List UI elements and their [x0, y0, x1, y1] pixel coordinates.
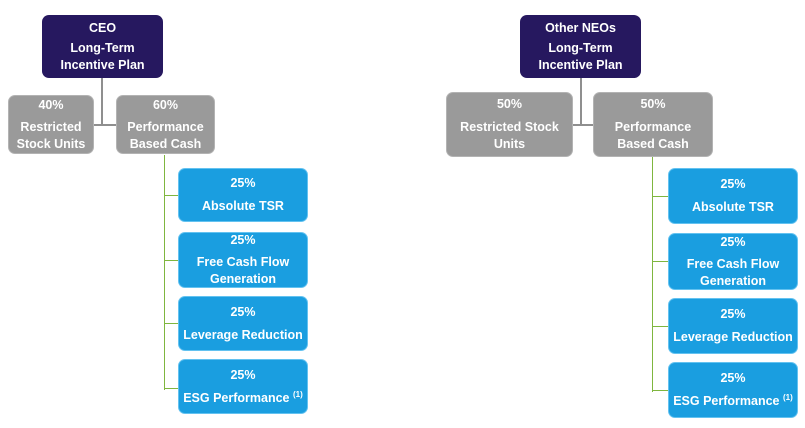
metric-percent: 25% — [230, 367, 256, 382]
metric-percent: 25% — [230, 304, 256, 319]
header-line: Incentive Plan — [538, 57, 623, 72]
metric-label: Generation — [700, 273, 766, 288]
rsu-label: Units — [493, 137, 526, 151]
rsu-percent: 50% — [496, 97, 523, 111]
metric-label: Generation — [210, 272, 276, 286]
metric-label: Absolute TSR — [202, 199, 284, 213]
header-title: Other NEOs — [545, 20, 616, 35]
rsu-label: Restricted — [20, 119, 82, 134]
metric-percent: 25% — [720, 177, 746, 191]
pbc-label: Based Cash — [129, 136, 202, 151]
header-line: Long-Term — [548, 40, 613, 55]
connector — [652, 261, 668, 262]
rsu-box: 50% Restricted Stock Units — [446, 92, 573, 157]
footnote-marker: (1) — [293, 389, 303, 399]
header-line: Long-Term — [70, 40, 135, 55]
rsu-label: Stock Units — [16, 136, 86, 151]
rsu-box: 40% Restricted Stock Units — [8, 95, 94, 154]
metric-label: Free Cash Flow — [196, 255, 290, 269]
metric-box: 25% Absolute TSR — [178, 168, 308, 222]
pbc-percent: 60% — [152, 97, 179, 112]
pbc-label: Performance — [127, 119, 204, 134]
metric-percent: 25% — [720, 234, 746, 249]
connector — [164, 388, 178, 389]
metric-percent: 25% — [230, 176, 256, 190]
pbc-label: Performance — [614, 120, 692, 134]
metric-box: 25% ESG Performance (1) — [178, 359, 308, 414]
metric-box: 25% Leverage Reduction — [178, 296, 308, 351]
rsu-percent: 40% — [38, 97, 64, 112]
connector — [164, 195, 178, 196]
connector — [164, 323, 178, 324]
performance-cash-box: 50% Performance Based Cash — [593, 92, 713, 157]
connector — [652, 326, 668, 327]
metric-label: Absolute TSR — [692, 200, 774, 214]
metric-label: Leverage Reduction — [183, 327, 303, 342]
metric-box: 25% Absolute TSR — [668, 168, 798, 224]
pbc-percent: 50% — [640, 97, 666, 111]
header-title: CEO — [88, 20, 117, 35]
metric-label: Leverage Reduction — [673, 330, 793, 344]
neo-ltip-header: Other NEOs Long-Term Incentive Plan — [520, 15, 641, 78]
connector — [652, 156, 653, 392]
connector — [580, 78, 582, 125]
metric-label: Free Cash Flow — [686, 256, 780, 271]
connector — [573, 124, 593, 126]
header-line: Incentive Plan — [60, 57, 145, 72]
footnote-marker: (1) — [783, 392, 793, 402]
connector — [652, 196, 668, 197]
connector — [652, 390, 668, 391]
metric-percent: 25% — [230, 233, 256, 247]
metric-percent: 25% — [720, 371, 746, 385]
connector — [164, 155, 165, 390]
metric-box: 25% Leverage Reduction — [668, 298, 798, 354]
metric-box: 25% Free Cash Flow Generation — [668, 233, 798, 290]
connector — [94, 124, 116, 126]
rsu-label: Restricted Stock — [460, 120, 559, 134]
metric-box: 25% Free Cash Flow Generation — [178, 232, 308, 288]
metric-box: 25% ESG Performance (1) — [668, 362, 798, 418]
ceo-ltip-header: CEO Long-Term Incentive Plan — [42, 15, 163, 78]
metric-label: ESG Performance (1) — [183, 389, 303, 405]
connector — [164, 260, 178, 261]
metric-percent: 25% — [720, 307, 746, 321]
performance-cash-box: 60% Performance Based Cash — [116, 95, 215, 154]
connector — [101, 78, 103, 125]
metric-label: ESG Performance (1) — [673, 392, 793, 408]
pbc-label: Based Cash — [617, 137, 689, 151]
